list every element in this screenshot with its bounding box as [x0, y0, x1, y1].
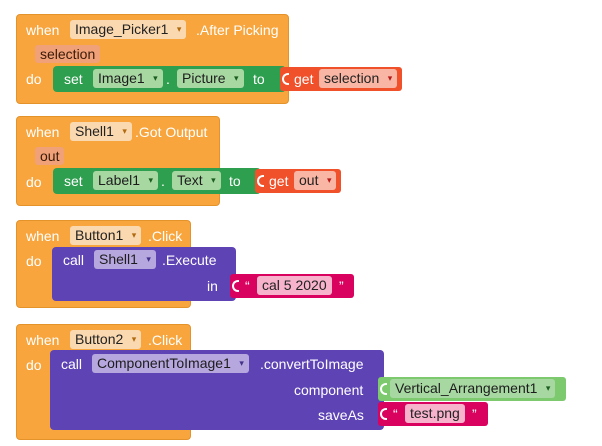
chevron-down-icon: ▾: [122, 126, 127, 136]
when-keyword: when: [26, 228, 60, 244]
component-dropdown[interactable]: Shell1 ▾: [70, 122, 132, 141]
close-quote: ”: [339, 278, 344, 294]
method-name: .Execute: [162, 252, 217, 268]
set-keyword: set: [64, 173, 83, 189]
component-name: ComponentToImage1: [97, 355, 231, 371]
set-keyword: set: [64, 71, 83, 87]
variable-name: out: [299, 172, 319, 188]
get-keyword: get: [269, 173, 289, 189]
chevron-down-icon: ▾: [146, 254, 151, 264]
component-dropdown[interactable]: Image1 ▾: [93, 69, 163, 88]
argument-label-component: component: [294, 382, 364, 398]
open-quote: “: [245, 278, 250, 294]
chevron-down-icon: ▾: [211, 175, 216, 185]
when-keyword: when: [26, 332, 60, 348]
chevron-down-icon: ▾: [153, 73, 158, 83]
get-variable-block[interactable]: get out ▾: [255, 169, 341, 193]
to-keyword: to: [253, 71, 265, 87]
variable-dropdown[interactable]: out ▾: [294, 171, 337, 190]
component-dropdown[interactable]: Button2 ▾: [70, 330, 142, 349]
open-quote: “: [393, 406, 398, 422]
chevron-down-icon: ▾: [326, 175, 332, 185]
text-value[interactable]: cal 5 2020: [257, 276, 332, 295]
when-keyword: when: [26, 22, 60, 38]
do-keyword: do: [26, 174, 42, 190]
socket-notch: [232, 280, 239, 292]
event-parameter[interactable]: selection: [35, 45, 101, 63]
chevron-down-icon: ▾: [545, 383, 551, 393]
call-method-block[interactable]: call ComponentToImage1 ▾ .convertToImage…: [50, 350, 384, 430]
property-dropdown[interactable]: Text ▾: [172, 171, 221, 190]
text-string-block[interactable]: “ cal 5 2020 ”: [230, 274, 354, 298]
component-name: Image1: [98, 70, 145, 86]
do-keyword: do: [26, 71, 42, 87]
event-name: .Got Output: [135, 124, 208, 140]
dot-separator: .: [161, 173, 165, 189]
component-name: Label1: [98, 172, 141, 188]
call-keyword: call: [61, 356, 83, 372]
socket-notch: [282, 73, 289, 85]
socket-notch: [380, 383, 387, 395]
socket-notch: [257, 175, 264, 187]
chevron-down-icon: ▾: [131, 230, 137, 240]
get-variable-block[interactable]: get selection ▾: [280, 67, 402, 91]
do-keyword: do: [26, 357, 42, 373]
close-quote: ”: [472, 406, 477, 422]
argument-label-save-as: saveAs: [318, 407, 364, 423]
to-keyword: to: [229, 173, 241, 189]
component-name: Button2: [75, 331, 124, 347]
do-keyword: do: [26, 253, 42, 269]
chevron-down-icon: ▾: [176, 24, 182, 34]
chevron-down-icon: ▾: [234, 73, 239, 83]
component-block[interactable]: Vertical_Arrangement1 ▾: [378, 377, 566, 401]
chevron-down-icon: ▾: [239, 358, 244, 368]
text-value[interactable]: test.png: [405, 404, 465, 423]
call-method-block[interactable]: call Shell1 ▾ .Execute in: [52, 247, 236, 301]
component-name: Button1: [75, 227, 124, 243]
chevron-down-icon: ▾: [387, 73, 393, 83]
component-name: Shell1: [75, 123, 114, 139]
component-name: Vertical_Arrangement1: [395, 380, 538, 396]
property-name: Text: [177, 172, 203, 188]
event-name: .Click: [148, 332, 183, 348]
method-name: .convertToImage: [260, 356, 364, 372]
event-name: .After Picking: [196, 22, 279, 38]
component-dropdown[interactable]: Shell1 ▾: [94, 250, 156, 269]
component-dropdown[interactable]: Label1 ▾: [93, 171, 159, 190]
get-keyword: get: [294, 71, 314, 87]
set-property-block[interactable]: set Image1 ▾ . Picture ▾ to: [53, 66, 286, 92]
when-keyword: when: [26, 124, 60, 140]
property-name: Picture: [182, 70, 226, 86]
socket-notch: [380, 408, 387, 420]
text-string-block[interactable]: “ test.png ”: [378, 402, 488, 426]
component-dropdown[interactable]: Button1 ▾: [70, 226, 142, 245]
event-parameter[interactable]: out: [35, 147, 65, 165]
variable-dropdown[interactable]: selection ▾: [319, 69, 398, 88]
chevron-down-icon: ▾: [148, 175, 154, 185]
component-dropdown[interactable]: Vertical_Arrangement1 ▾: [390, 379, 556, 398]
event-name: .Click: [148, 228, 183, 244]
variable-name: selection: [324, 70, 380, 86]
component-name: Shell1: [99, 251, 138, 267]
component-dropdown[interactable]: ComponentToImage1 ▾: [92, 354, 249, 373]
component-name: Image_Picker1: [75, 21, 169, 37]
property-dropdown[interactable]: Picture ▾: [177, 69, 244, 88]
component-dropdown[interactable]: Image_Picker1 ▾: [70, 20, 187, 39]
call-keyword: call: [63, 252, 85, 268]
chevron-down-icon: ▾: [131, 334, 137, 344]
dot-separator: .: [166, 71, 170, 87]
set-property-block[interactable]: set Label1 ▾ . Text ▾ to: [53, 168, 261, 194]
argument-label: in: [207, 278, 218, 294]
